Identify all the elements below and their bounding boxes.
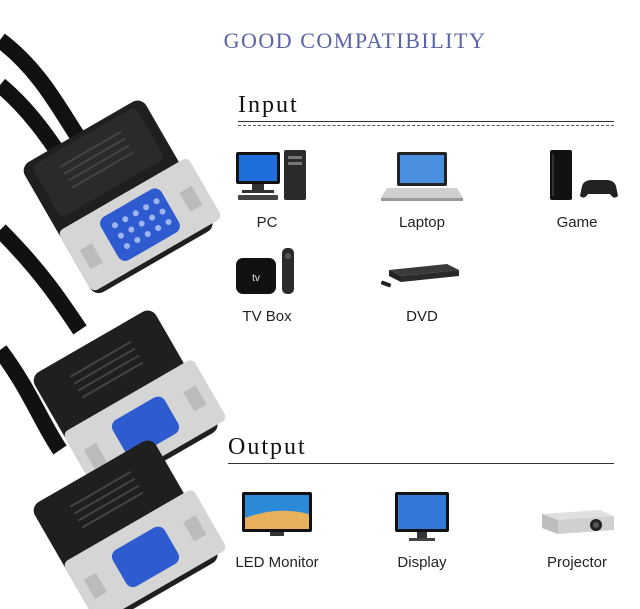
pc-icon <box>212 148 322 208</box>
device-label: Projector <box>546 554 608 571</box>
display-icon <box>367 488 477 548</box>
game-console-icon <box>522 148 632 208</box>
device-display: Display <box>367 488 477 571</box>
device-label: Game <box>556 214 598 231</box>
device-pc: PC <box>212 148 322 231</box>
device-game: Game <box>522 148 632 231</box>
device-label: Laptop <box>399 214 445 231</box>
device-label: PC <box>256 214 278 231</box>
device-dvd: DVD <box>367 242 477 325</box>
device-label: Display <box>397 554 447 571</box>
tv-box-icon: tv <box>212 242 322 302</box>
input-divider <box>238 121 614 122</box>
device-label: DVD <box>406 308 438 325</box>
device-laptop: Laptop <box>367 148 477 231</box>
laptop-icon <box>367 148 477 208</box>
output-heading: Output <box>228 434 307 460</box>
led-monitor-icon <box>222 488 332 548</box>
device-led-monitor: LED Monitor <box>222 488 332 571</box>
page-title: GOOD COMPATIBILITY <box>223 28 487 53</box>
device-tv-box: tv TV Box <box>212 242 322 325</box>
input-divider-dotted <box>238 125 614 126</box>
device-projector: Projector <box>522 488 632 571</box>
output-divider <box>228 463 614 464</box>
input-heading: Input <box>238 92 299 118</box>
device-label: TV Box <box>242 308 292 325</box>
device-label: LED Monitor <box>235 554 319 571</box>
dvd-player-icon <box>367 242 477 302</box>
vga-splitter-cable-image <box>0 33 226 609</box>
projector-icon <box>522 488 632 548</box>
svg-text:tv: tv <box>252 273 260 284</box>
